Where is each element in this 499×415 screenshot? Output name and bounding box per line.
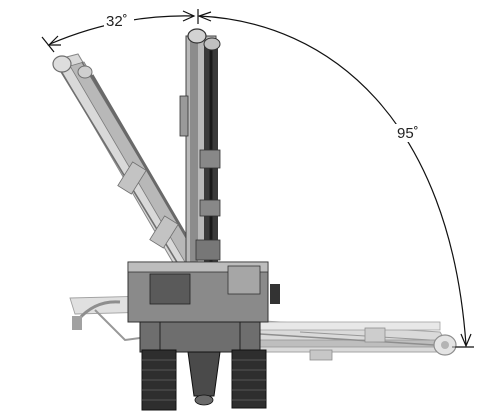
label-bg-32 [104, 12, 134, 30]
label-bg-95 [395, 124, 425, 142]
arc-95-arrowhead-bottom [460, 333, 472, 348]
arc-95-arrowhead-top [197, 11, 212, 22]
machine-body [127, 261, 280, 353]
angle-label-32: 32˚ [106, 13, 128, 30]
angle-label-95: 95˚ [397, 125, 419, 142]
arc-32-tick-left [41, 36, 55, 53]
drilling-rig-illustration [52, 28, 457, 411]
boom-vertical [179, 28, 221, 287]
arc-95-degrees [198, 15, 467, 346]
crawler-tracks [141, 349, 267, 411]
arc-32-arrowhead-right [182, 10, 196, 22]
boom-horizontal [214, 317, 457, 361]
